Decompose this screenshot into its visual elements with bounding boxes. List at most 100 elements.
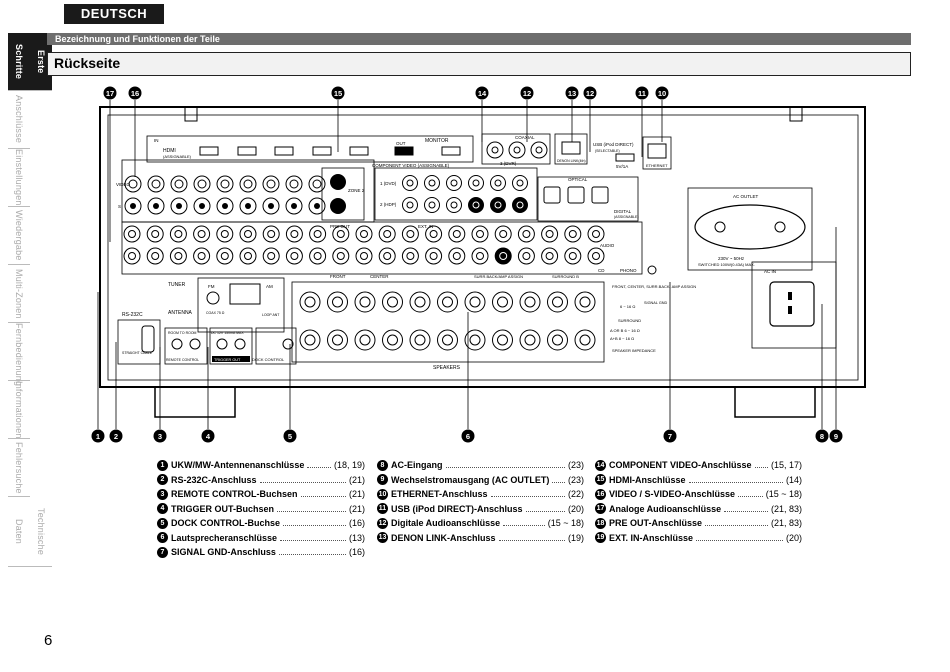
- callout-number: 17: [595, 503, 606, 515]
- coax-jack: [508, 141, 526, 159]
- component-jack: [490, 197, 506, 213]
- audio-jack-center: [336, 252, 345, 260]
- speakers-label: SPEAKERS: [433, 365, 461, 371]
- audio-jack-center: [313, 252, 322, 260]
- legend-dots: [688, 477, 783, 483]
- foot-right: [734, 386, 816, 418]
- audio-jack: [517, 247, 535, 265]
- coax-ohm-label: COAX 75 Ω: [206, 311, 225, 315]
- side-nav-item-einstellungen[interactable]: Einstellungen: [8, 149, 30, 207]
- ac-in-panel: [751, 261, 837, 349]
- zone2-jack: [330, 174, 346, 190]
- callout-number: 12: [586, 89, 594, 98]
- component-panel: [374, 167, 538, 221]
- audio-jack-center: [336, 230, 345, 238]
- speaker-impedance-label: SPEAKER IMPEDANCE: [612, 348, 656, 353]
- signal-gnd-label: SIGNAL GND: [644, 301, 668, 305]
- audio-jack-center: [197, 252, 206, 260]
- audio-jack-center: [545, 230, 554, 238]
- front-label: FRONT: [330, 274, 346, 279]
- legend-dots: [490, 491, 565, 498]
- svideo-jack: [124, 197, 142, 215]
- trigger-out-label: TRIGGER OUT: [214, 358, 241, 362]
- ethernet-label: ETHERNET: [646, 163, 668, 168]
- chassis-outline: [99, 106, 866, 388]
- audio-jack: [146, 247, 164, 265]
- side-nav-item-multi-zonen[interactable]: Multi-Zonen: [8, 265, 30, 323]
- speaker-terminal-center: [359, 296, 371, 308]
- speaker-terminal: [299, 329, 321, 351]
- hdmi-port: [274, 146, 294, 156]
- legend-label: ETHERNET-Anschluss: [391, 489, 488, 500]
- video-jack-center: [312, 179, 322, 189]
- legend-dots: [277, 506, 346, 512]
- audio-jack-center: [568, 252, 577, 260]
- digital-label: DIGITAL: [614, 209, 632, 214]
- side-nav-item-fehlersuche[interactable]: Fehlersuche: [8, 439, 30, 497]
- video-jack-center: [220, 179, 230, 189]
- component-jack-center: [406, 201, 414, 209]
- speaker-terminal-center: [359, 334, 371, 346]
- legend-label: RS-232C-Anschluss: [171, 474, 257, 485]
- callout-7: 7: [663, 429, 677, 443]
- speaker-terminal: [354, 329, 376, 351]
- legend-pages: (21): [348, 489, 365, 500]
- side-nav-item-technische-daten[interactable]: Technische Daten: [8, 497, 52, 567]
- dock-jack: [282, 338, 294, 350]
- callout-6: 6: [461, 429, 475, 443]
- side-nav-item-informationen[interactable]: Informationen: [8, 381, 30, 439]
- denon-link-port: [561, 141, 581, 155]
- legend-dots: [738, 491, 763, 498]
- component-jack-center: [450, 201, 458, 209]
- component-jack: [468, 175, 484, 191]
- speaker-terminal-center: [469, 334, 481, 346]
- callout-15: 15: [331, 86, 345, 100]
- denon-link-box: [554, 133, 588, 165]
- legend-label: DOCK CONTROL-Buchse: [171, 518, 281, 529]
- legend-pages: (20): [567, 503, 584, 514]
- speaker-terminal-center: [497, 296, 508, 308]
- signal-gnd-screw: [647, 265, 657, 275]
- straight-cable-label: STRAIGHT CABLE: [122, 351, 153, 355]
- audio-jack: [309, 225, 327, 243]
- tuner-panel: [197, 277, 285, 333]
- video-jack-center: [197, 179, 207, 189]
- legend-dots: [552, 477, 565, 483]
- legend-dots: [498, 535, 565, 541]
- audio-jack: [146, 225, 164, 243]
- audio-jack-center: [313, 230, 322, 238]
- speaker-info-2: 6 ~ 16 Ω: [620, 304, 635, 309]
- audio-jack: [216, 247, 234, 265]
- legend-label: USB (iPod DIRECT)-Anschluss: [391, 503, 523, 514]
- callout-16: 16: [128, 86, 142, 100]
- video-jack-center: [289, 179, 299, 189]
- svideo-jack: [239, 197, 257, 215]
- side-nav-item-anschluesse[interactable]: Anschlüsse: [8, 91, 30, 149]
- trigger-rating-label: DC 12V 150mA MAX: [211, 331, 244, 335]
- speaker-terminal-center: [497, 334, 508, 346]
- speaker-terminal: [574, 291, 596, 313]
- callout-2: 2: [109, 429, 123, 443]
- audio-jack-center: [406, 252, 415, 260]
- legend-pages: (20): [785, 532, 802, 543]
- callout-1: 1: [91, 429, 105, 443]
- audio-jack: [587, 247, 605, 265]
- side-nav-item-wiedergabe[interactable]: Wiedergabe: [8, 207, 30, 265]
- audio-jack-center: [476, 230, 484, 238]
- side-nav-item-erste-schritte[interactable]: Erste Schritte: [8, 33, 52, 91]
- side-nav-item-fernbedienung[interactable]: Fernbedienung: [8, 323, 30, 386]
- speaker-terminal-center: [442, 296, 453, 308]
- trigger-jack-1: [216, 338, 228, 350]
- video-jack-center: [151, 179, 161, 189]
- ac-outlet-panel: [687, 187, 813, 271]
- speaker-terminal-center: [414, 334, 426, 346]
- callout-12: 12: [583, 86, 597, 100]
- legend-label: Lautsprecheranschlüsse: [171, 532, 278, 543]
- room-to-room-label: ROOM TO ROOM: [168, 331, 197, 335]
